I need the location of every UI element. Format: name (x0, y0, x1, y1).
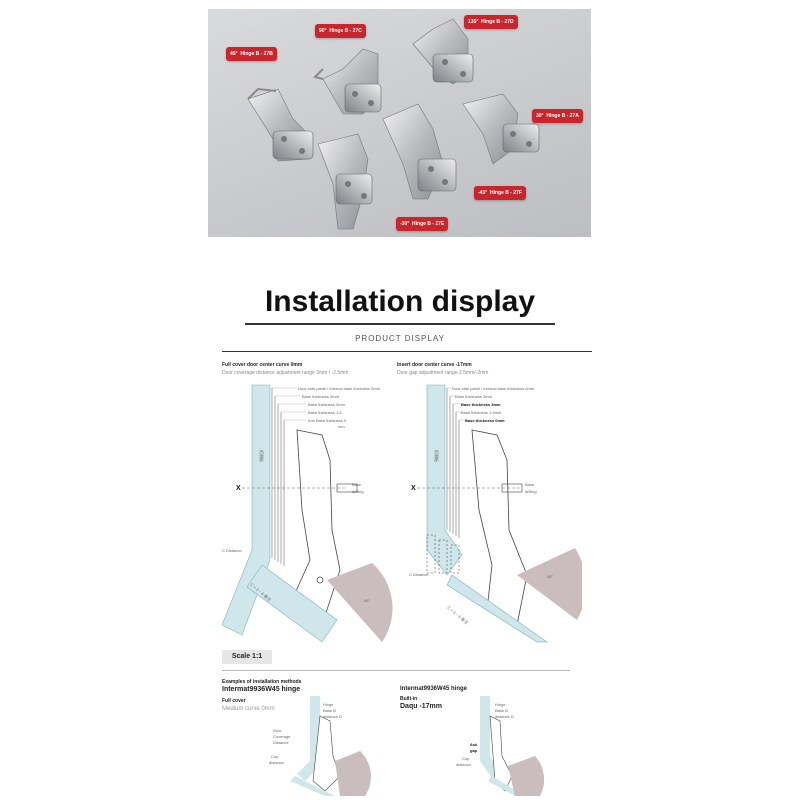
note-door: Door (273, 728, 282, 733)
note-distance: Distance (273, 740, 289, 745)
hinge-tag-30: 30° Hinge B - 27A (532, 109, 583, 123)
door-panel (246, 564, 338, 643)
drill-label-2: drilling (352, 489, 364, 494)
tag-angle: -45° (478, 190, 488, 196)
example-left-curve: Medium curve 0mm (222, 706, 275, 712)
tag-angle: 45° (230, 51, 238, 57)
base-label-2: Base thickness 2mm (302, 394, 340, 399)
base-label-3: Base thickness 3mm (461, 402, 501, 407)
base-label-6: mm (338, 424, 345, 429)
note-cup: Cup (271, 754, 279, 759)
base-label-2: Base thickness 2mm (455, 394, 493, 399)
note-distance-d: distance D (495, 714, 514, 719)
tag-name: Hinge B - 27B (240, 51, 273, 57)
c-distance-label: C Distance (409, 572, 429, 577)
hinge-arm (471, 429, 528, 626)
hinge-tag-45: 45° Hinge B - 27B (226, 47, 277, 61)
tag-name: Hinge B - 27E (412, 221, 445, 227)
note-base-b: Base B (323, 708, 336, 713)
note-hinge: Hinge (323, 702, 334, 707)
tag-angle: 135° (468, 19, 479, 25)
section-subtitle: PRODUCT DISPLAY (355, 334, 445, 343)
note-cup-distance: distance (456, 762, 472, 767)
cabinet-label: 柜侧板 (434, 450, 440, 462)
example-left-diagram: Door Coverage Distance Cup distance Hing… (269, 696, 371, 796)
door-panel (446, 574, 548, 643)
hinge-tag-neg30: -30° Hinge B - 27E (396, 217, 449, 231)
hinge-45 (247, 87, 314, 162)
x-label: X (411, 485, 416, 492)
hinge-arm (291, 429, 341, 626)
c-formula: C = 3 ~ 6 备注 (446, 604, 469, 625)
tag-angle: 90° (319, 28, 327, 34)
base-label-5: Base thickness 0mm (465, 418, 505, 423)
tag-angle: 30° (536, 113, 544, 119)
right-hinge-diagram: Door side panel / internal base thicknes… (409, 384, 582, 643)
note-cup: Cup (462, 756, 470, 761)
tag-name: Hinge B - 27A (546, 113, 579, 119)
angle-wedge (517, 548, 582, 620)
hinge-90 (313, 48, 382, 115)
note-gap: gap (470, 748, 478, 753)
base-label-1: Door side panel / internal base thicknes… (298, 386, 381, 391)
x-label: X (236, 485, 241, 492)
section-divider (222, 351, 592, 352)
cabinet-label: 柜侧板 (259, 450, 265, 462)
example-left-model: Intermat9936W45 hinge (222, 686, 301, 693)
note-coverage: Coverage (273, 734, 291, 739)
drill-icon (501, 483, 523, 493)
hinge-tag-neg45: -45° Hinge B - 27F (474, 186, 526, 200)
base-label-4: Base thickness 1.5mm (461, 410, 502, 415)
product-photo: 45° Hinge B - 27B 90° Hinge B - 27C 135°… (208, 9, 591, 237)
example-right-curve: Daqu -17mm (400, 703, 443, 710)
hinge-30 (462, 93, 540, 165)
hinge-pivot (316, 576, 324, 584)
examples-caption: Examples of installation methods (222, 679, 302, 685)
hinge-neg45 (382, 103, 457, 200)
base-label-4: Base thickness 1.5 (308, 410, 342, 415)
note-hinge: Hinge (495, 702, 506, 707)
drill-label: Base (352, 482, 362, 487)
left-panel-subheading: Door coverage distance adjustment range … (222, 370, 349, 376)
example-right-diagram: Ask gap Cup distance Hinge Base B distan… (456, 696, 545, 796)
angle-label: 45° (364, 598, 370, 603)
page-title: Installation display (264, 285, 536, 318)
note-base-b: Base B (495, 708, 508, 713)
drill-label-2: drilling (525, 489, 537, 494)
hinge-neg30 (317, 133, 373, 230)
right-panel-heading: Insert door center curve -17mm (397, 362, 472, 368)
cabinet-panel (426, 384, 463, 576)
example-left-type: Full cover (222, 698, 246, 704)
tag-name: Hinge B - 27D (481, 19, 514, 25)
note-ask: Ask (470, 742, 478, 747)
hinge-photo-art (247, 18, 540, 230)
drill-label: Base (525, 482, 535, 487)
base-lines (271, 388, 285, 566)
tag-name: Hinge B - 27F (490, 190, 522, 196)
tag-name: Hinge B - 27C (329, 28, 362, 34)
angle-wedge (327, 563, 393, 642)
example-right-model: Intermat9936W45 hinge (400, 686, 468, 692)
hinge-tag-135: 135° Hinge B - 27D (464, 15, 518, 29)
base-label-1: Door side panel / internal base thicknes… (452, 386, 535, 391)
examples-divider (222, 670, 570, 671)
scale-badge: Scale 1:1 (222, 650, 272, 664)
drill-icon (336, 483, 358, 493)
base-label-3: Base thickness 3mm (308, 402, 346, 407)
base-label-5: Iron Base thickness 0 (308, 418, 347, 423)
right-panel-subheading: Door gap adjustment range 2.5mm/-2mm (397, 370, 489, 376)
hinge-135 (412, 18, 474, 85)
tag-angle: -30° (400, 221, 410, 227)
left-panel-heading: Full cover door center curve 0mm (222, 362, 303, 368)
angle-label: 45° (547, 574, 553, 579)
base-lines (446, 388, 460, 538)
example-right-type: Built-in (400, 696, 418, 702)
note-distance-d: distance D (323, 714, 342, 719)
hinge-tag-90: 90° Hinge B - 27C (315, 24, 366, 38)
left-hinge-diagram: Door side panel / internal base thicknes… (222, 384, 393, 643)
note-cup-distance: distance (269, 760, 285, 765)
c-distance-label: C Distance (222, 548, 242, 553)
title-underline (245, 323, 555, 325)
